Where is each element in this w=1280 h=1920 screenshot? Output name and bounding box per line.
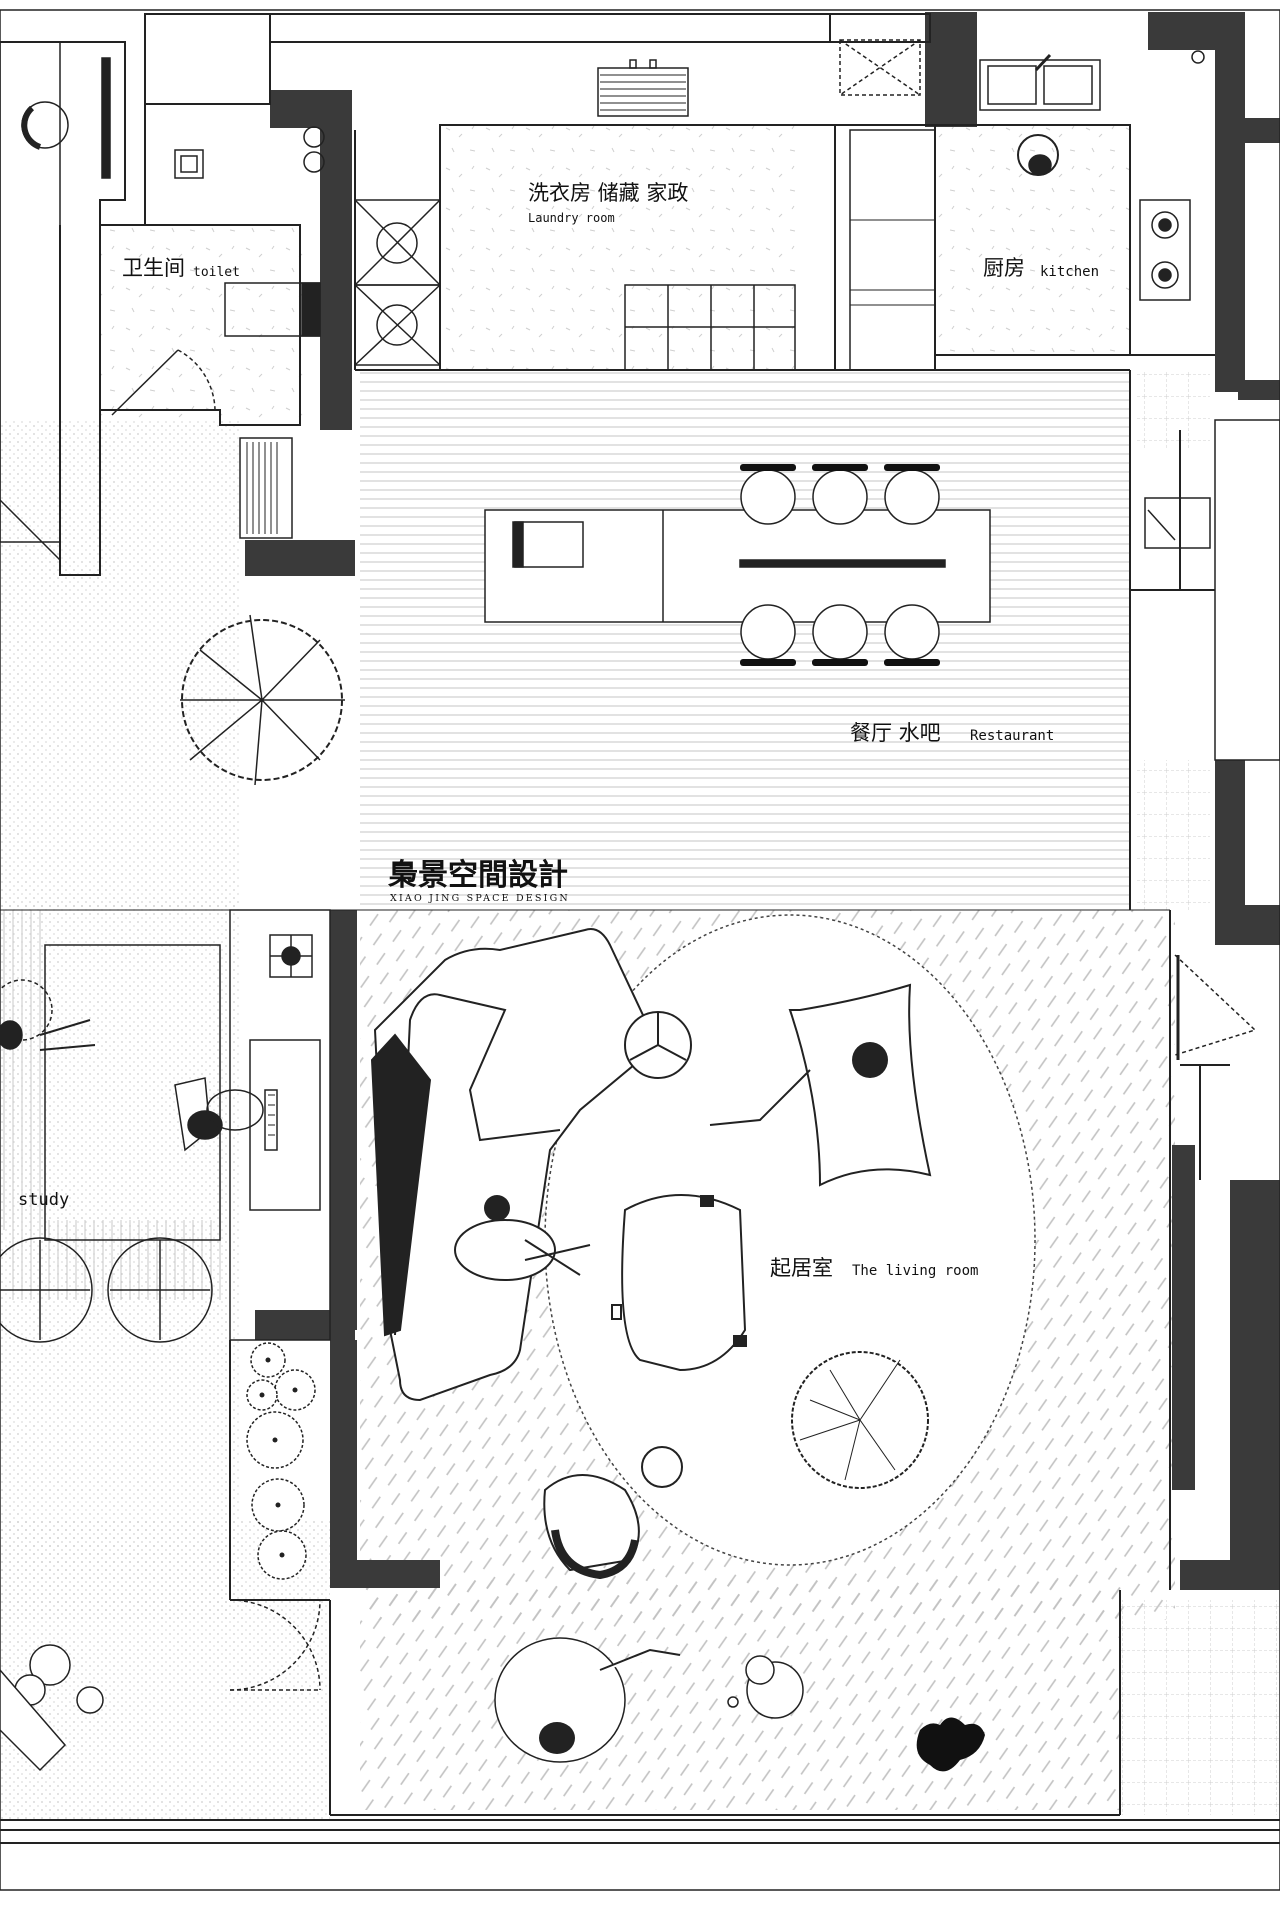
room-labels: 洗衣房 储藏 家政 Laundry room 卫生间 toilet 厨房 kit… <box>18 181 1099 1280</box>
dining-chair <box>740 604 796 666</box>
dining-chair <box>812 604 868 666</box>
dining-chair <box>740 464 796 525</box>
dining-table <box>484 509 991 623</box>
kitchen-label-en: kitchen <box>1040 264 1099 280</box>
shrub <box>257 1530 307 1580</box>
reading-corner <box>0 1637 985 1772</box>
kitchen-label-cn: 厨房 <box>983 256 1025 280</box>
shrub <box>246 1411 304 1469</box>
toilet-label-cn: 卫生间 <box>122 256 185 280</box>
laundry-label-en: Laundry room <box>528 211 615 225</box>
toilet-label-en: toilet <box>193 265 240 280</box>
living-label-en: The living room <box>852 1263 978 1279</box>
walls <box>245 12 1280 1590</box>
shrub <box>250 1342 286 1378</box>
dining-chairs <box>740 464 940 666</box>
brand-tagline: XIAO JING SPACE DESIGN <box>390 893 570 904</box>
shrub <box>246 1379 278 1411</box>
plant-large <box>180 614 345 786</box>
dining-chair <box>884 604 940 666</box>
sofa <box>370 928 932 1580</box>
partitions <box>0 9 1280 1891</box>
laundry-label-cn: 洗衣房 储藏 家政 <box>528 181 688 205</box>
dining-label-en: Restaurant <box>970 728 1054 744</box>
kitchen-fixtures <box>979 50 1211 549</box>
shrub <box>251 1478 305 1532</box>
shrubs <box>246 1342 316 1580</box>
tv-cabinet <box>1175 1145 1195 1490</box>
dining-chair <box>812 464 868 525</box>
laundry-fixtures <box>354 39 936 371</box>
study-label: study <box>18 1190 69 1210</box>
shrub <box>274 1369 316 1411</box>
study-furniture <box>0 934 321 1343</box>
floor-textures <box>0 125 1280 1820</box>
brand-name: 梟景空間設計 <box>387 858 568 893</box>
dining-label-cn: 餐厅 水吧 <box>850 721 941 745</box>
bathroom-fixtures <box>0 41 325 561</box>
dining-chair <box>884 464 940 525</box>
doors <box>111 349 1257 1691</box>
living-label-cn: 起居室 <box>770 1256 833 1280</box>
